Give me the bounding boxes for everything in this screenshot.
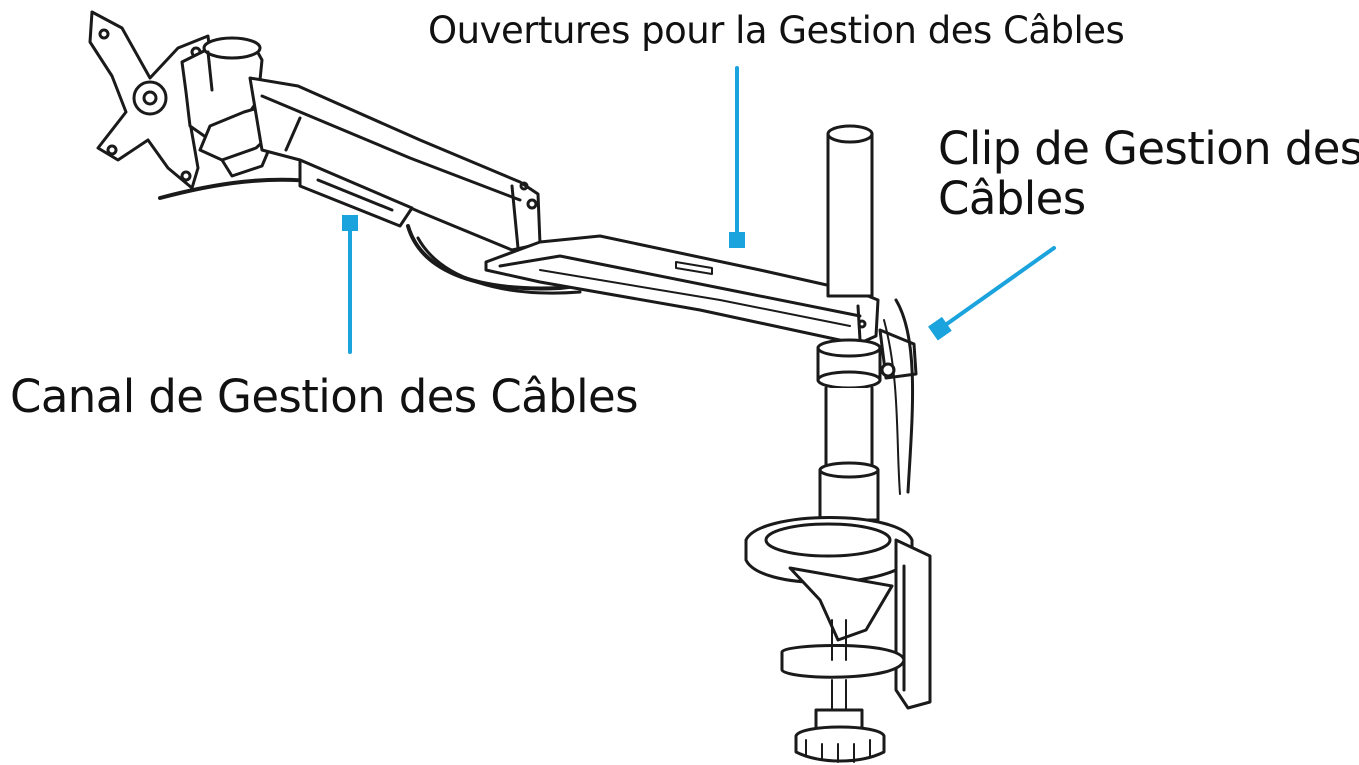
label-cable-clip-line1: Clip de Gestion des <box>938 122 1359 175</box>
label-cable-clip: Clip de Gestion des Câbles <box>938 122 1359 226</box>
vesa-plate <box>88 10 214 190</box>
label-cable-channel: Canal de Gestion des Câbles <box>10 370 639 423</box>
leader-clip <box>928 246 1056 341</box>
label-cable-openings: Ouvertures pour la Gestion des Câbles <box>428 9 1125 52</box>
label-cable-clip-line2: Câbles <box>938 172 1086 226</box>
leader-openings <box>729 66 745 248</box>
callout-leaders <box>342 66 1056 354</box>
post-lower <box>818 386 880 522</box>
cable-channel <box>298 158 612 295</box>
collar <box>816 298 918 495</box>
post-top <box>826 124 874 298</box>
lower-arm <box>484 234 880 346</box>
leader-channel <box>342 215 358 354</box>
desk-clamp <box>744 516 932 763</box>
